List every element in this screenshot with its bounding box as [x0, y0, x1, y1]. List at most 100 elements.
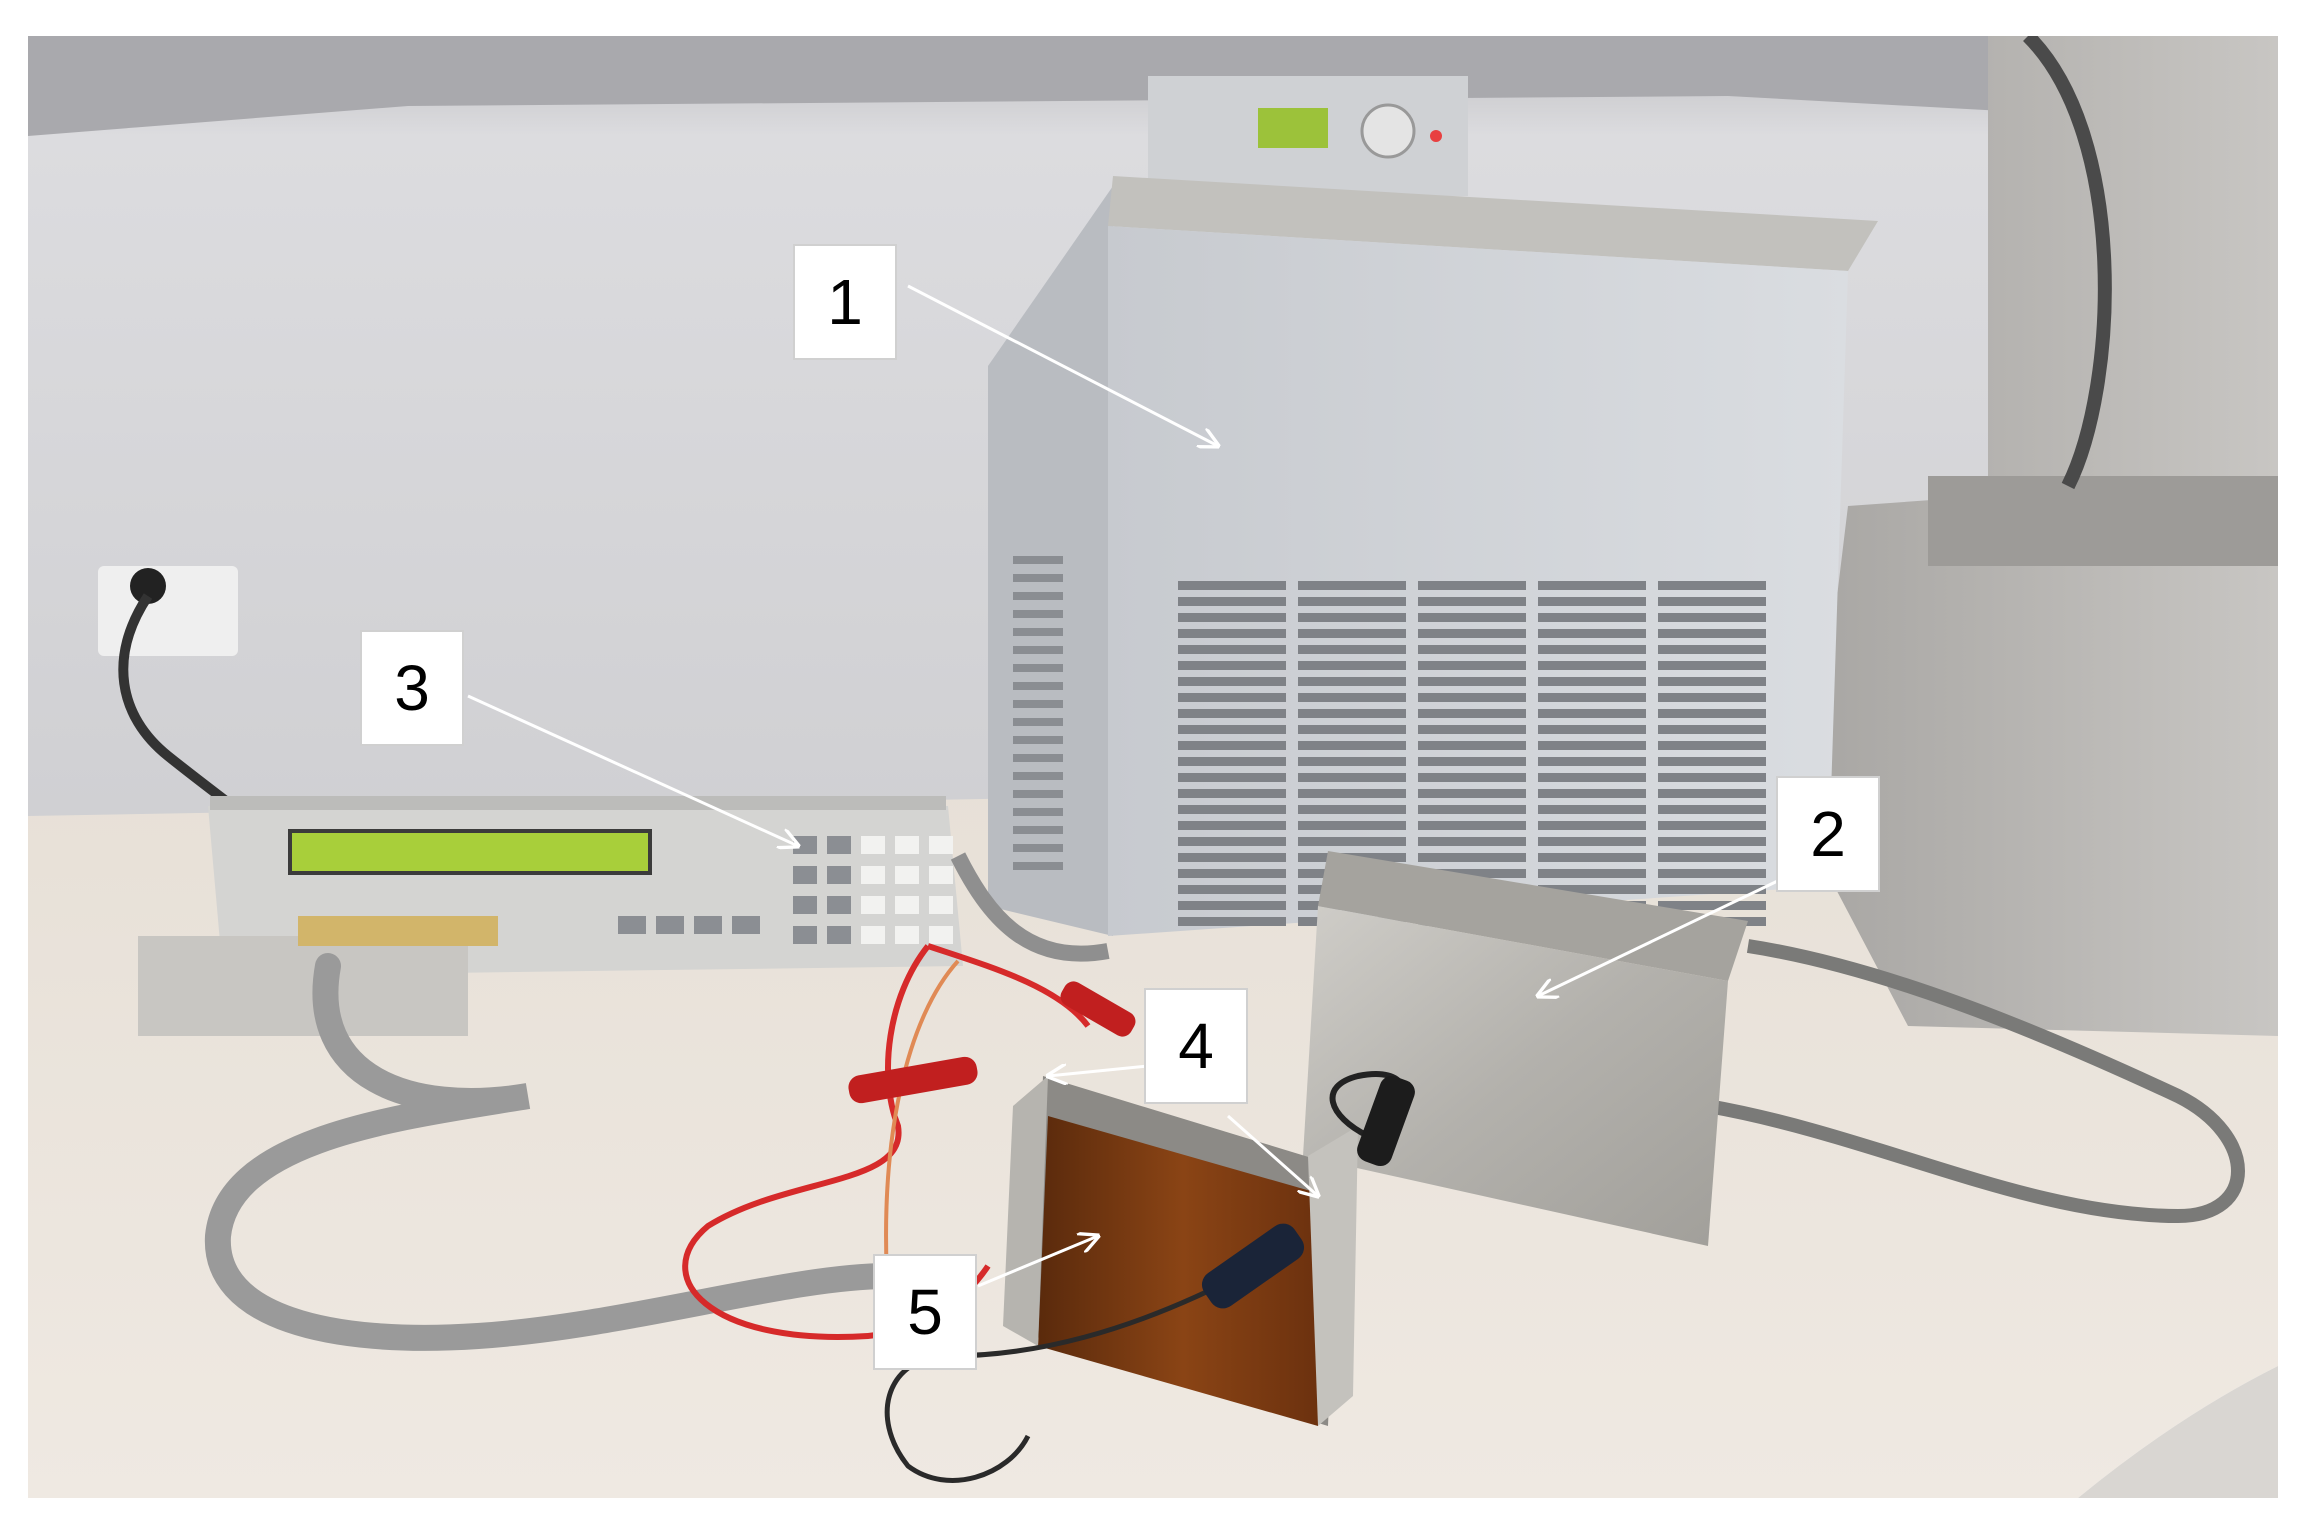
- vent-slot: [1538, 805, 1646, 814]
- vent-slot: [1658, 805, 1766, 814]
- vent-slot: [1298, 837, 1406, 846]
- vent-slot: [1178, 597, 1286, 606]
- meter-key: [895, 836, 919, 854]
- top-instrument-display: [1258, 108, 1328, 148]
- vent-slot: [1418, 757, 1526, 766]
- meter-key: [694, 916, 722, 934]
- vent-slot: [1658, 709, 1766, 718]
- meter-key: [793, 926, 817, 944]
- vent-slot: [1658, 725, 1766, 734]
- vent-slot: [1418, 805, 1526, 814]
- vent-slot: [1178, 917, 1286, 926]
- meter-fixture: [138, 936, 468, 1036]
- callout-5: 5: [873, 1254, 977, 1370]
- side-vent-slot: [1013, 844, 1063, 852]
- side-vent-slot: [1013, 754, 1063, 762]
- red-clip-2: [848, 1056, 978, 1104]
- vent-slot: [1178, 581, 1286, 590]
- meter-key: [929, 896, 953, 914]
- meter-key: [895, 896, 919, 914]
- side-vent-slot: [1013, 646, 1063, 654]
- vent-slot: [1178, 613, 1286, 622]
- vent-slot: [1178, 741, 1286, 750]
- meter-key: [793, 896, 817, 914]
- cell-right-plate: [1308, 1126, 1358, 1426]
- vent-slot: [1178, 869, 1286, 878]
- vent-slot: [1658, 885, 1766, 894]
- coolant-hose: [950, 852, 1110, 962]
- meter-key: [929, 926, 953, 944]
- vent-slot: [1418, 613, 1526, 622]
- meter-key: [827, 896, 851, 914]
- meter-key: [827, 866, 851, 884]
- vent-slot: [1298, 757, 1406, 766]
- vent-slot: [1658, 581, 1766, 590]
- meter-key: [861, 836, 885, 854]
- vent-slot: [1658, 677, 1766, 686]
- meter-key: [929, 866, 953, 884]
- callout-3: 3: [360, 630, 464, 746]
- meter-fixture-clip: [298, 916, 498, 946]
- vent-slot: [1178, 837, 1286, 846]
- vent-slot: [1178, 853, 1286, 862]
- top-instrument-led: [1430, 130, 1442, 142]
- vent-slot: [1538, 869, 1646, 878]
- vent-slot: [1538, 661, 1646, 670]
- vent-slot: [1418, 629, 1526, 638]
- right-machine-top: [1928, 476, 2278, 566]
- vent-slot: [1538, 725, 1646, 734]
- vent-slot: [1538, 853, 1646, 862]
- vent-slot: [1178, 693, 1286, 702]
- vent-slot: [1538, 597, 1646, 606]
- callout-1: 1: [793, 244, 897, 360]
- vent-slot: [1418, 581, 1526, 590]
- callout-2: 2: [1776, 776, 1880, 892]
- vent-slot: [1538, 709, 1646, 718]
- vent-slot: [1538, 757, 1646, 766]
- vent-slot: [1418, 837, 1526, 846]
- meter-key: [895, 926, 919, 944]
- vent-slot: [1658, 613, 1766, 622]
- vent-slot: [1658, 645, 1766, 654]
- side-vent-slot: [1013, 574, 1063, 582]
- vent-slot: [1658, 853, 1766, 862]
- black-clip: [1357, 1075, 1415, 1167]
- lab-photo: [28, 36, 2278, 1498]
- meter-display: [288, 829, 652, 875]
- vent-slot: [1418, 789, 1526, 798]
- vent-slot: [1418, 725, 1526, 734]
- vent-slot: [1658, 757, 1766, 766]
- vent-slot: [1298, 581, 1406, 590]
- blue-clip: [1201, 1223, 1305, 1309]
- vent-slot: [1658, 629, 1766, 638]
- chiller-top: [1108, 176, 1878, 271]
- side-vent-slot: [1013, 700, 1063, 708]
- vent-slot: [1418, 741, 1526, 750]
- vent-slot: [1418, 645, 1526, 654]
- callout-4: 4: [1144, 988, 1248, 1104]
- vent-slot: [1178, 789, 1286, 798]
- vent-slot: [1418, 773, 1526, 782]
- vent-slot: [1538, 645, 1646, 654]
- side-vent-slot: [1013, 718, 1063, 726]
- vent-slot: [1418, 869, 1526, 878]
- vent-slot: [1658, 741, 1766, 750]
- vent-slot: [1178, 805, 1286, 814]
- chiller-side-vents: [1013, 556, 1063, 870]
- meter-key: [861, 926, 885, 944]
- vent-slot: [1538, 773, 1646, 782]
- side-vent-slot: [1013, 682, 1063, 690]
- right-machine-door: [2023, 36, 2112, 490]
- vent-slot: [1298, 597, 1406, 606]
- vent-slot: [1418, 597, 1526, 606]
- vent-slot: [1418, 853, 1526, 862]
- vent-slot: [1538, 821, 1646, 830]
- meter-key: [793, 836, 817, 854]
- vent-slot: [1178, 757, 1286, 766]
- meter-key: [861, 866, 885, 884]
- meter-key: [732, 916, 760, 934]
- vent-slot: [1658, 693, 1766, 702]
- photo-frame: 1 2 3 4 5: [28, 36, 2278, 1498]
- vent-slot: [1298, 709, 1406, 718]
- meter-key: [793, 866, 817, 884]
